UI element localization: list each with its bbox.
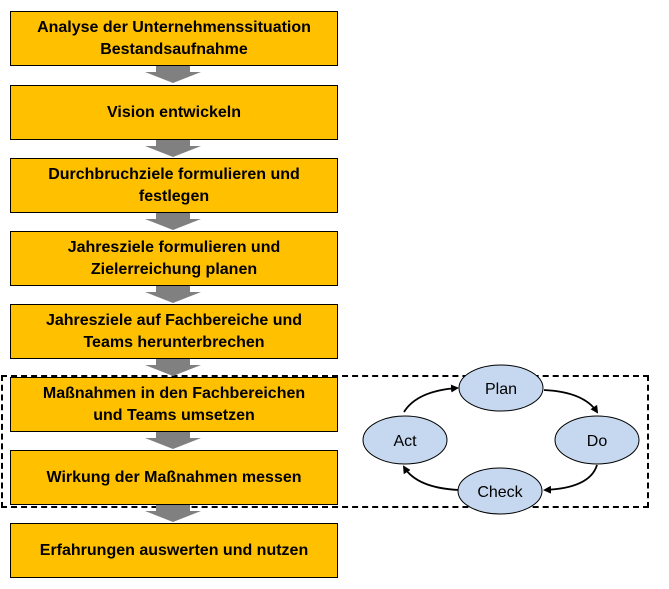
down-arrow-icon — [145, 66, 201, 83]
step-analyse-line-2: Bestandsaufnahme — [100, 40, 248, 58]
step-jahresziele-planen-line-1: Jahresziele formulieren und — [67, 238, 281, 256]
pdca-group-frame — [1, 375, 649, 508]
step-durchbruchziele-line-2: festlegen — [138, 187, 210, 205]
plan-node — [458, 364, 544, 412]
arrow-act-to-plan — [403, 384, 459, 413]
act-node — [362, 415, 448, 465]
plan-label: Plan — [485, 381, 517, 398]
step-durchbruchziele: Durchbruchziele formulieren und festlege… — [10, 158, 338, 213]
down-arrow-icon — [145, 140, 201, 157]
check-node — [457, 467, 543, 515]
arrow-do-to-check — [543, 464, 598, 494]
step-vision-line-1: Vision entwickeln — [107, 103, 241, 121]
step-vision: Vision entwickeln — [10, 85, 338, 140]
step-analyse: Analyse der Unternehmenssituation Bestan… — [10, 11, 338, 66]
down-arrow-icon — [145, 213, 201, 230]
step-analyse-line-1: Analyse der Unternehmenssituation — [37, 18, 311, 36]
step-massnahmen-umsetzen: Maßnahmen in den Fachbereichen und Teams… — [10, 377, 338, 432]
down-arrow-icon — [145, 505, 201, 522]
arrow-plan-to-do — [543, 389, 599, 414]
step-herunterbrechen-line-1: Jahresziele auf Fachbereiche und — [45, 311, 303, 329]
down-arrow-icon — [145, 359, 201, 376]
arrow-check-to-act — [402, 465, 460, 491]
step-herunterbrechen-line-2: Teams herunterbrechen — [83, 333, 265, 351]
step-jahresziele-planen-line-2: Zielerreichung planen — [90, 260, 258, 278]
down-arrow-icon — [145, 286, 201, 303]
down-arrow-icon — [145, 432, 201, 449]
do-node — [554, 415, 640, 465]
step-herunterbrechen: Jahresziele auf Fachbereiche und Teams h… — [10, 304, 338, 359]
step-wirkung-messen: Wirkung der Maßnahmen messen — [10, 450, 338, 505]
step-wirkung-messen-line-1: Wirkung der Maßnahmen messen — [46, 468, 302, 486]
check-label: Check — [477, 484, 523, 501]
step-durchbruchziele-line-1: Durchbruchziele formulieren und — [48, 165, 300, 183]
do-label: Do — [587, 433, 608, 450]
step-massnahmen-umsetzen-line-1: Maßnahmen in den Fachbereichen — [42, 384, 306, 402]
step-jahresziele-planen: Jahresziele formulieren und Zielerreichu… — [10, 231, 338, 286]
step-erfahrungen: Erfahrungen auswerten und nutzen — [10, 523, 338, 578]
step-erfahrungen-line-1: Erfahrungen auswerten und nutzen — [39, 541, 309, 559]
act-label: Act — [393, 433, 417, 450]
step-massnahmen-umsetzen-line-2: und Teams umsetzen — [93, 406, 255, 424]
